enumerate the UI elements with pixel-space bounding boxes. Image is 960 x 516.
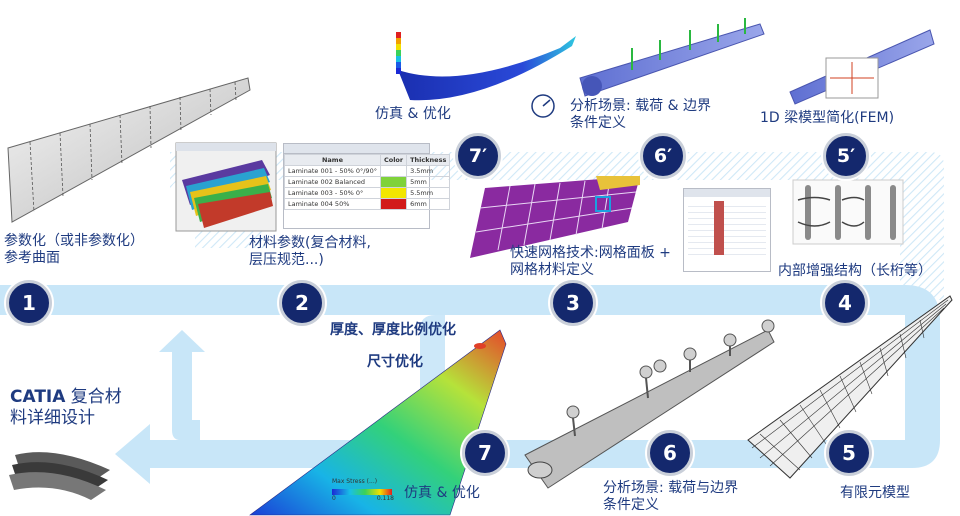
table-row: Laminate 003 - 50% 0°5.5mm [284, 187, 451, 199]
step-badge-5p: 5′ [823, 133, 869, 179]
catia-title-line2: 料详细设计 [10, 408, 95, 428]
beam-model-image-top [789, 29, 935, 105]
step-badge-6: 6 [647, 430, 693, 476]
laminate-plies-image [175, 142, 277, 232]
mesh-material-dialog [683, 188, 771, 272]
step-badge-1: 1 [6, 280, 52, 326]
step-6-label: 分析场景: 载荷与边界 条件定义 [603, 480, 739, 513]
load-pins-wing-image [524, 319, 775, 489]
stress-wing-image [249, 329, 507, 516]
step-6p-label: 分析场景: 载荷 & 边界 条件定义 [570, 98, 711, 131]
beam-loads-image-top [579, 18, 765, 97]
stress-legend: Max Stress (...) 0 0.118 [332, 478, 394, 502]
step-7p-label: 仿真 & 优化 [375, 106, 451, 122]
col-name: Name [284, 154, 381, 166]
sim-wing-image-top [396, 32, 576, 101]
step-badge-4: 4 [822, 280, 868, 326]
color-swatch [379, 187, 408, 199]
fe-mesh-wing-image [747, 295, 953, 479]
step-7-label: 仿真 & 优化 [404, 485, 480, 501]
mesh-panel-image [470, 176, 640, 258]
step-badge-7p: 7′ [455, 133, 501, 179]
step-badge-6p: 6′ [640, 133, 686, 179]
col-thickness: Thickness [406, 154, 451, 166]
reference-surface-image [7, 77, 251, 223]
optimization-note-2: 尺寸优化 [367, 354, 423, 370]
step-3-label: 快速网格技术:网格面板 + 网格材料定义 [510, 245, 671, 278]
color-swatch [379, 165, 408, 177]
col-color: Color [379, 154, 408, 166]
step-5-label: 有限元模型 [840, 485, 910, 501]
laminate-table-panel: Name Color Thickness Laminate 001 - 50% … [283, 143, 451, 229]
step-badge-3: 3 [550, 280, 596, 326]
legend-max: 0.118 [376, 495, 394, 502]
catia-title-line1: 复合材 [65, 387, 122, 407]
step-badge-7: 7 [462, 430, 508, 476]
color-swatch [379, 176, 408, 188]
catia-title: CATIA 复合材 料详细设计 [10, 387, 122, 429]
step-badge-2: 2 [279, 280, 325, 326]
laminate-table: Name Color Thickness Laminate 001 - 50% … [284, 154, 451, 210]
catia-plies-icon [9, 452, 110, 500]
gauge-icon [531, 94, 555, 118]
color-swatch [379, 198, 408, 210]
legend-title: Max Stress (...) [332, 478, 378, 485]
table-row: Laminate 001 - 50% 0°/90°3.5mm [284, 165, 451, 177]
stiffener-image [792, 179, 904, 245]
step-4-label: 内部增强结构（长桁等） [778, 263, 932, 279]
table-row: Laminate 004 50%6mm [284, 198, 451, 210]
step-2-label: 材料参数(复合材料, 层压规范...) [249, 235, 371, 268]
optimization-note-1: 厚度、厚度比例优化 [330, 322, 456, 338]
step-5p-label: 1D 梁模型简化(FEM) [760, 110, 895, 126]
step-badge-5: 5 [826, 430, 872, 476]
legend-min: 0 [332, 495, 336, 502]
step-1-label: 参数化（或非参数化） 参考曲面 [4, 233, 144, 266]
catia-brand: CATIA [10, 387, 66, 407]
